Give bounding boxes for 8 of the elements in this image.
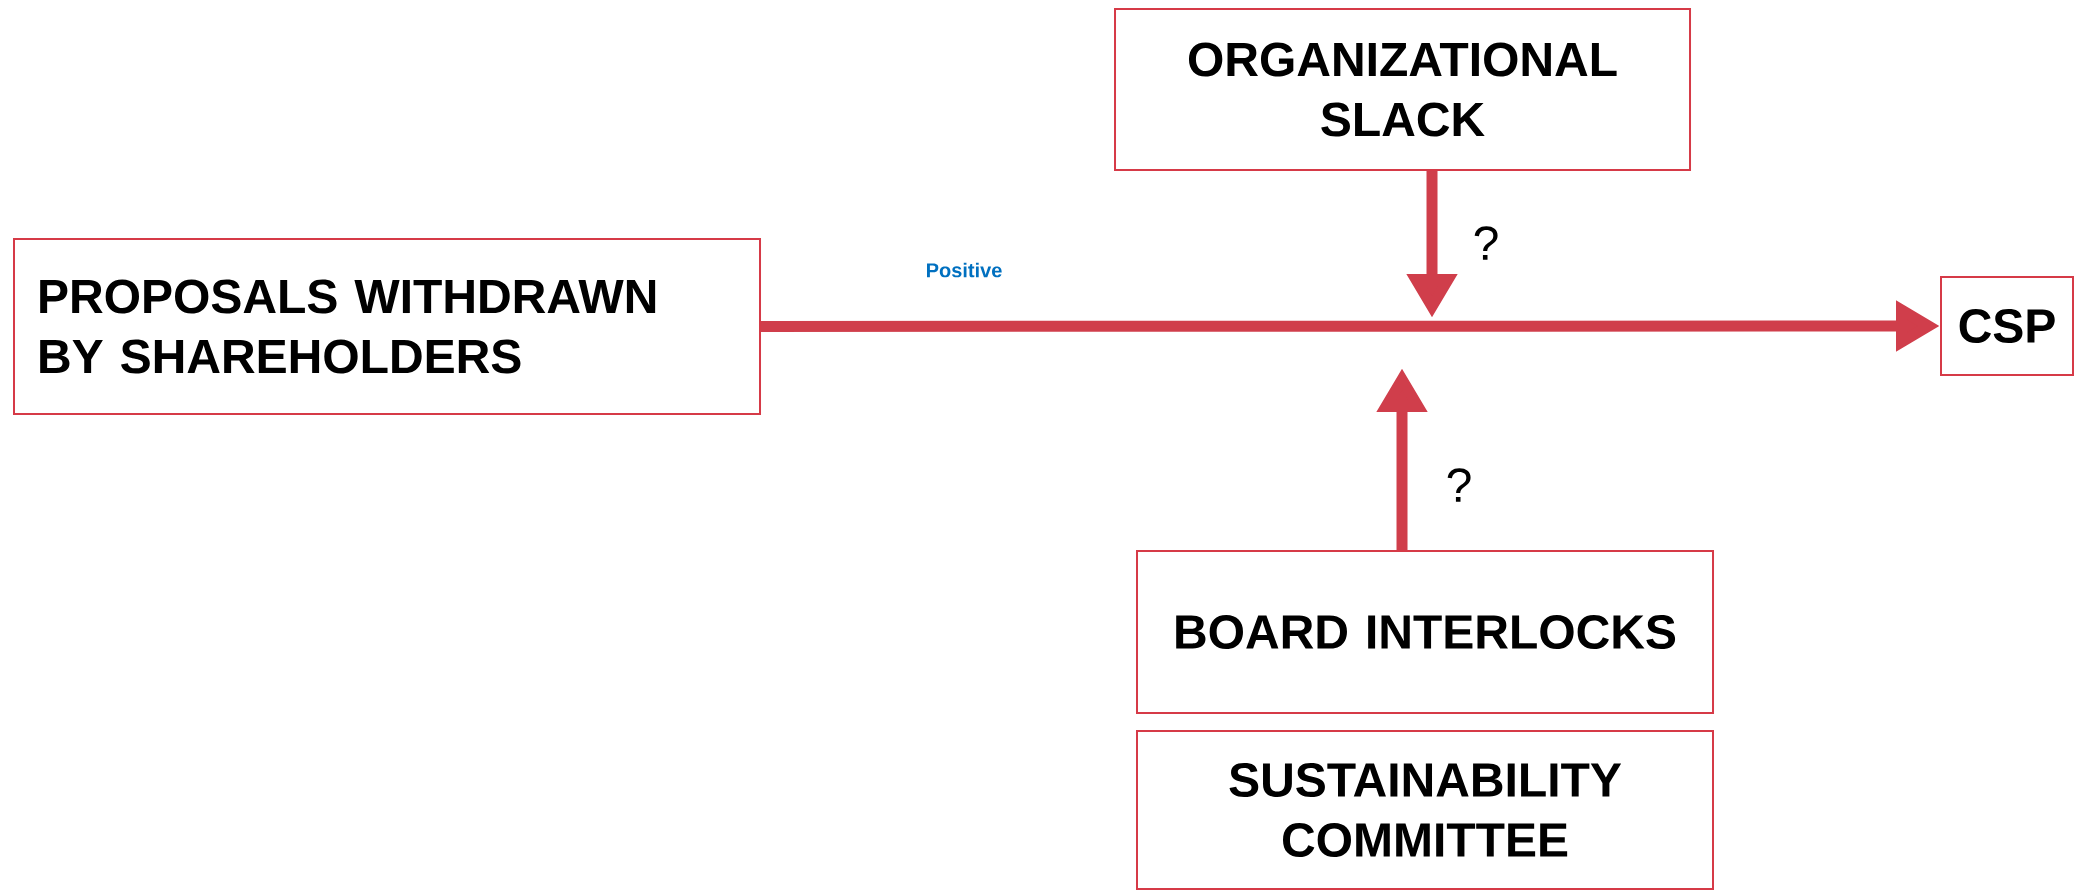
text-box: PROPOSALS WITHDRAWN BY SHAREHOLDERS (13, 238, 761, 415)
edge-label: ? (1474, 226, 1498, 260)
edge-label: Positive (927, 262, 1002, 278)
edge-label: ? (1447, 468, 1471, 502)
text-box: SUSTAINABILITY COMMITTEE (1136, 730, 1714, 890)
text-box: CSP (1940, 276, 2074, 376)
text-box: ORGANIZATIONAL SLACK (1114, 8, 1691, 171)
text-box: BOARD INTERLOCKS (1136, 550, 1714, 714)
